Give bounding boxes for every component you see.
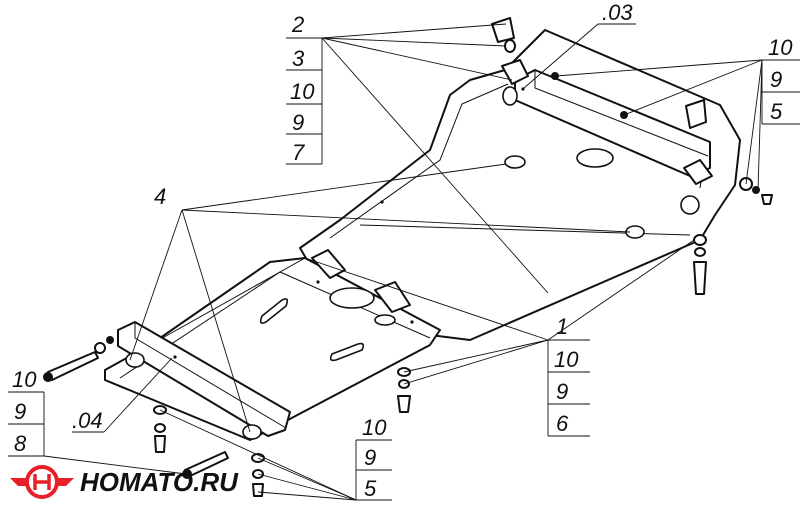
callout-bottom-left: 10 9 8 (8, 367, 45, 457)
callout-bottom-center-2: 9 (364, 445, 376, 470)
callout-top-left: 2 3 10 9 7 (286, 12, 323, 165)
callout-bottom-left-3: 8 (14, 431, 27, 456)
callout-bottom-center-1: 10 (362, 415, 387, 440)
callout-top-left-2: 3 (292, 46, 305, 71)
callout-bottom-center-3: 5 (364, 476, 377, 501)
upper-skid-plate (299, 29, 741, 341)
label-upper-plate: .03 (602, 0, 633, 25)
homato-logo: HOMATO.RU (10, 465, 239, 499)
logo-wheel-icon (10, 465, 74, 499)
callout-top-left-1: 2 (291, 12, 304, 37)
leader-lines (43, 23, 763, 501)
callout-mid-right-4: 6 (556, 411, 569, 436)
lower-skid-plate (104, 249, 441, 441)
callout-right: 10 9 5 (761, 35, 800, 125)
callout-bottom-left-2: 9 (14, 399, 26, 424)
label-washer-group: 4 (154, 184, 166, 209)
callout-right-2: 9 (770, 67, 782, 92)
callout-mid-right-3: 9 (556, 379, 568, 404)
callout-top-left-5: 7 (292, 140, 305, 165)
logo-text: HOMATO.RU (80, 467, 239, 497)
callout-right-3: 5 (770, 99, 783, 124)
callout-bottom-center: 10 9 5 (355, 415, 392, 501)
callout-bottom-left-1: 10 (12, 367, 37, 392)
label-lower-plate: .04 (72, 408, 103, 433)
callout-top-left-4: 9 (292, 110, 304, 135)
callout-mid-right-1: 1 (556, 314, 568, 339)
callout-top-left-3: 10 (290, 79, 315, 104)
callout-right-1: 10 (768, 35, 793, 60)
callout-mid-right-2: 10 (554, 347, 579, 372)
callout-mid-right: 1 10 9 6 (547, 314, 590, 437)
